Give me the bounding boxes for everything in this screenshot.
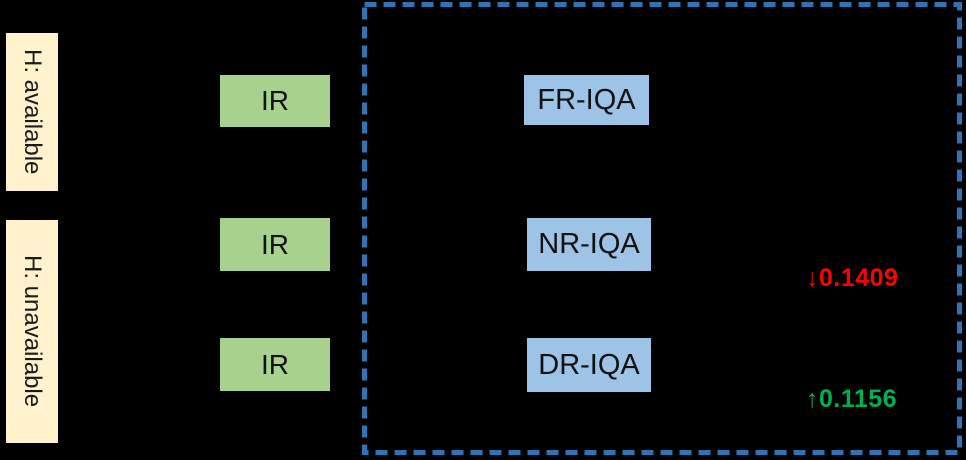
metric-value-up: ↑0.1156 (806, 385, 898, 413)
fr-iqa-box: FR-IQA (524, 75, 649, 125)
nr-iqa-box: NR-IQA (527, 218, 651, 271)
row-label-h-available: H: available (6, 33, 58, 191)
dr-iqa-box: DR-IQA (527, 338, 651, 392)
ir-box-row1: IR (220, 75, 330, 127)
dashed-rect-outline (362, 2, 962, 455)
ir-box-row3: IR (220, 338, 330, 391)
row-label-h-unavailable: H: unavailable (6, 220, 58, 443)
metric-value-down: ↓0.1409 (806, 264, 899, 292)
ir-box-row2: IR (220, 218, 330, 271)
